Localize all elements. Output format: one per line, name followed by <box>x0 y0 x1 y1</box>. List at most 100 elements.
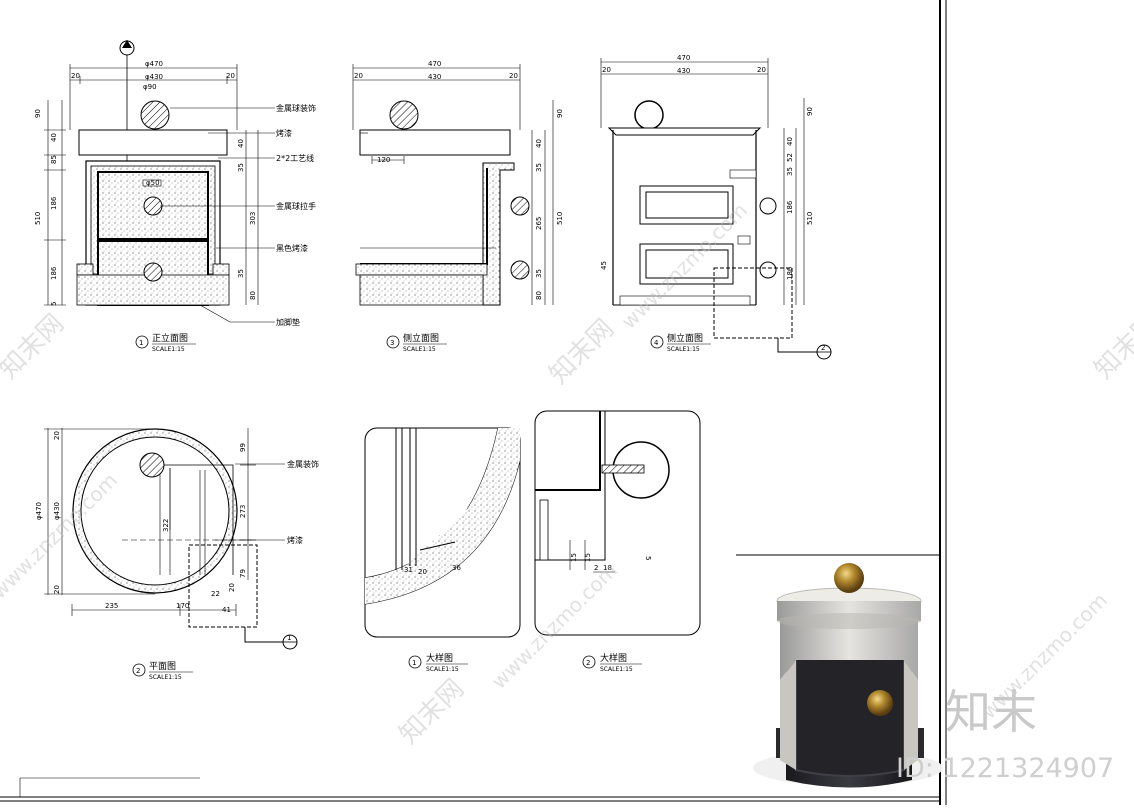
detail-callout-box-2 <box>713 267 793 339</box>
dim-sec-52: 52 <box>786 153 794 162</box>
dim-front-total: φ470 <box>145 60 163 68</box>
dim-end-left: 20 <box>71 72 80 80</box>
dim-sec-40: 40 <box>786 137 794 146</box>
watermark-net-4: 知末网 <box>1089 309 1134 385</box>
dim-sec-90: 90 <box>806 107 814 116</box>
side-elevation: 470 430 20 20 120 40 35 265 35 80 510 90 <box>352 60 564 353</box>
dim-r-40: 40 <box>237 139 245 148</box>
dim-h85: 85 <box>50 155 58 164</box>
dim-s-35: 35 <box>535 163 543 172</box>
section-view-title: 侧立面图 <box>667 332 703 344</box>
detail2-dim-5: 5 <box>644 556 652 560</box>
detail2-number: 2 <box>586 659 590 667</box>
detail-callout-box-1 <box>188 544 258 628</box>
dim-sec-end-l: 20 <box>602 66 611 74</box>
dim-end-right: 20 <box>226 72 235 80</box>
detail1-dim-20: 20 <box>418 568 427 576</box>
callout-paint: 烤漆 <box>276 128 292 138</box>
dim-plan-total: φ470 <box>35 502 43 520</box>
watermark-id: ID: 1221324907 <box>896 753 1114 784</box>
detail1-title: 大样图 <box>426 652 453 664</box>
section-elevation: 470 430 20 20 2 40 52 35 186 186 510 90 <box>600 54 832 360</box>
dim-r-35b: 35 <box>237 269 245 278</box>
dim-handle: φ50 <box>146 179 160 187</box>
watermark-net-1: 知末网 <box>0 309 70 385</box>
dim-sec-inner: 430 <box>677 67 690 75</box>
plan-view-number: 2 <box>136 667 140 675</box>
brass-ball-top <box>834 563 864 593</box>
dim-s-265: 265 <box>535 217 543 230</box>
dim-side-end-l: 20 <box>354 72 363 80</box>
side-view-number: 3 <box>390 339 394 347</box>
side-view-scale: SCALE1:15 <box>403 346 436 353</box>
dim-s-90: 90 <box>556 109 564 118</box>
dim-r-35: 35 <box>237 163 245 172</box>
dim-h90: 90 <box>34 109 42 118</box>
handle-symbol-bottom <box>143 262 163 282</box>
callout-black-paint: 黑色烤漆 <box>276 243 308 253</box>
watermark-brand: 知末 <box>945 685 1037 739</box>
detail2-title: 大样图 <box>600 652 627 664</box>
callout-metal-ball-handle: 金属球拉手 <box>276 201 316 211</box>
dim-plan-79: 79 <box>239 569 247 578</box>
detail2-dim-2: 2 <box>594 564 598 572</box>
detail2-scale: SCALE1:15 <box>600 666 633 673</box>
dim-s-35b: 35 <box>535 269 543 278</box>
detail2-dim-18: 18 <box>603 564 612 572</box>
brass-ball-handle <box>867 690 893 716</box>
section-view-scale: SCALE1:15 <box>667 346 700 353</box>
metal-ball-symbol <box>140 100 170 130</box>
dim-r-80: 80 <box>249 291 257 300</box>
dim-plan-20c: 20 <box>228 583 236 592</box>
section-mark-1: 1 <box>287 634 291 642</box>
detail-2: 15 15 2 18 5 2 大样图 SCALE1:15 <box>534 410 701 673</box>
dim-plan-20b: 20 <box>53 585 61 594</box>
section-view-number: 4 <box>654 339 659 347</box>
dim-sec-end-r: 20 <box>757 66 766 74</box>
dim-s-510: 510 <box>556 212 564 225</box>
front-elevation: φ470 φ430 20 20 φ90 φ50 <box>34 40 316 353</box>
dim-plan-322: 322 <box>162 519 170 532</box>
dim-h186b: 186 <box>50 266 58 280</box>
watermark-net-3: 知末网 <box>394 674 470 750</box>
dim-h5: 5 <box>50 302 58 306</box>
dim-sec-35: 35 <box>786 167 794 176</box>
dim-depth-120: 120 <box>377 156 390 164</box>
handle-symbol-top <box>143 196 163 216</box>
callout-plan-metal-deco: 金属装饰 <box>287 459 319 469</box>
dim-side-inner: 430 <box>428 73 441 81</box>
dim-sec-510: 510 <box>806 212 814 225</box>
dim-plan-235: 235 <box>105 602 118 610</box>
dim-side-total: 470 <box>428 60 441 68</box>
dim-h510: 510 <box>34 212 42 225</box>
detail1-number: 1 <box>412 659 416 667</box>
callout-groove: 2*2工艺线 <box>276 153 314 163</box>
product-render <box>753 563 943 788</box>
detail1-dim-36: 36 <box>452 564 461 572</box>
dim-plan-273: 273 <box>239 505 247 518</box>
dim-plan-inner: φ430 <box>53 502 61 520</box>
dim-plan-22: 22 <box>211 590 220 598</box>
dim-sec-total: 470 <box>677 54 690 62</box>
dim-sec-186: 186 <box>786 200 794 214</box>
callout-metal-ball-deco: 金属球装饰 <box>276 103 316 113</box>
detail2-dim-15a: 15 <box>570 553 578 562</box>
dim-plan-170: 170 <box>176 602 189 610</box>
plan-view: 1 φ470 φ430 20 20 322 273 99 79 20 235 1… <box>35 428 319 681</box>
dim-plan-41: 41 <box>222 606 231 614</box>
detail2-dim-15b: 15 <box>584 553 592 562</box>
side-view-title: 侧立面图 <box>403 332 439 344</box>
dim-sec-45: 45 <box>600 261 608 270</box>
front-view-scale: SCALE1:15 <box>152 346 185 353</box>
watermark-net-2: 知末网 <box>544 314 620 390</box>
dim-sec-186b: 186 <box>786 266 794 280</box>
dim-side-end-r: 20 <box>509 72 518 80</box>
front-view-title: 正立面图 <box>152 332 188 344</box>
dim-front-inner: φ430 <box>145 73 163 81</box>
dim-s-80: 80 <box>535 291 543 300</box>
dim-plan-20a: 20 <box>53 431 61 440</box>
dim-s-40: 40 <box>535 139 543 148</box>
callout-foot-pad: 加脚垫 <box>276 317 300 327</box>
